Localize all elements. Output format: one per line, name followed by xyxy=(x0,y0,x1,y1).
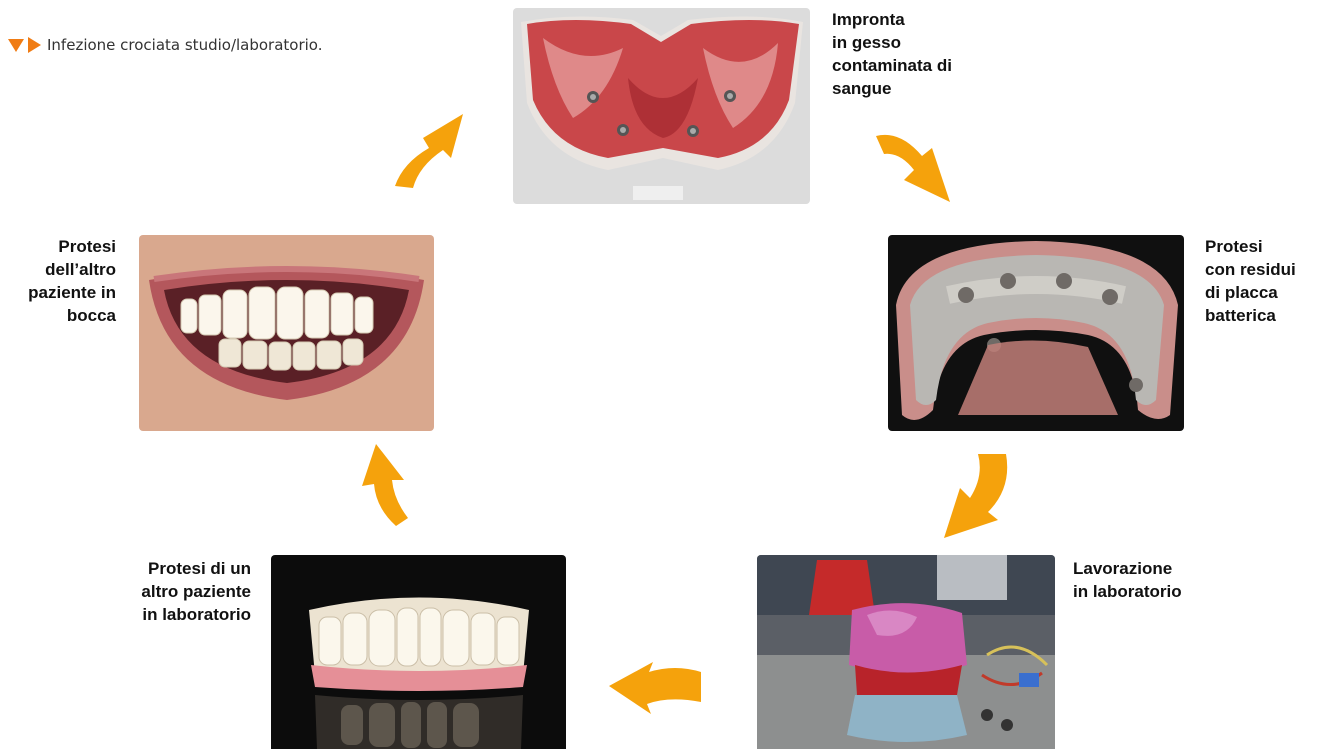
triangle-down-icon xyxy=(8,39,24,52)
label-prosthesis-plaque: Protesi con residui di placca batterica xyxy=(1205,235,1296,327)
legend: Infezione crociata studio/laboratorio. xyxy=(8,36,323,54)
photo-lab-work xyxy=(757,555,1055,749)
label-smile: Protesi dell’altro paziente in bocca xyxy=(0,235,116,327)
arrow-to-lab-work xyxy=(938,448,1018,543)
photo-prosthesis-lab xyxy=(271,555,566,749)
label-lab-work: Lavorazione in laboratorio xyxy=(1073,557,1182,603)
label-impression: Impronta in gesso contaminata di sangue xyxy=(832,8,952,100)
arrow-to-smile xyxy=(340,440,410,530)
triangle-right-icon xyxy=(28,37,41,53)
arrow-to-prosthesis-lab xyxy=(605,650,705,715)
photo-prosthesis-plaque xyxy=(888,235,1184,431)
label-prosthesis-lab: Protesi di un altro paziente in laborato… xyxy=(95,557,251,626)
arrow-to-prosthesis-plaque xyxy=(870,122,955,207)
photo-smile xyxy=(139,235,434,431)
legend-text: Infezione crociata studio/laboratorio. xyxy=(47,36,323,54)
photo-impression xyxy=(513,8,810,204)
arrow-to-impression xyxy=(385,108,470,190)
